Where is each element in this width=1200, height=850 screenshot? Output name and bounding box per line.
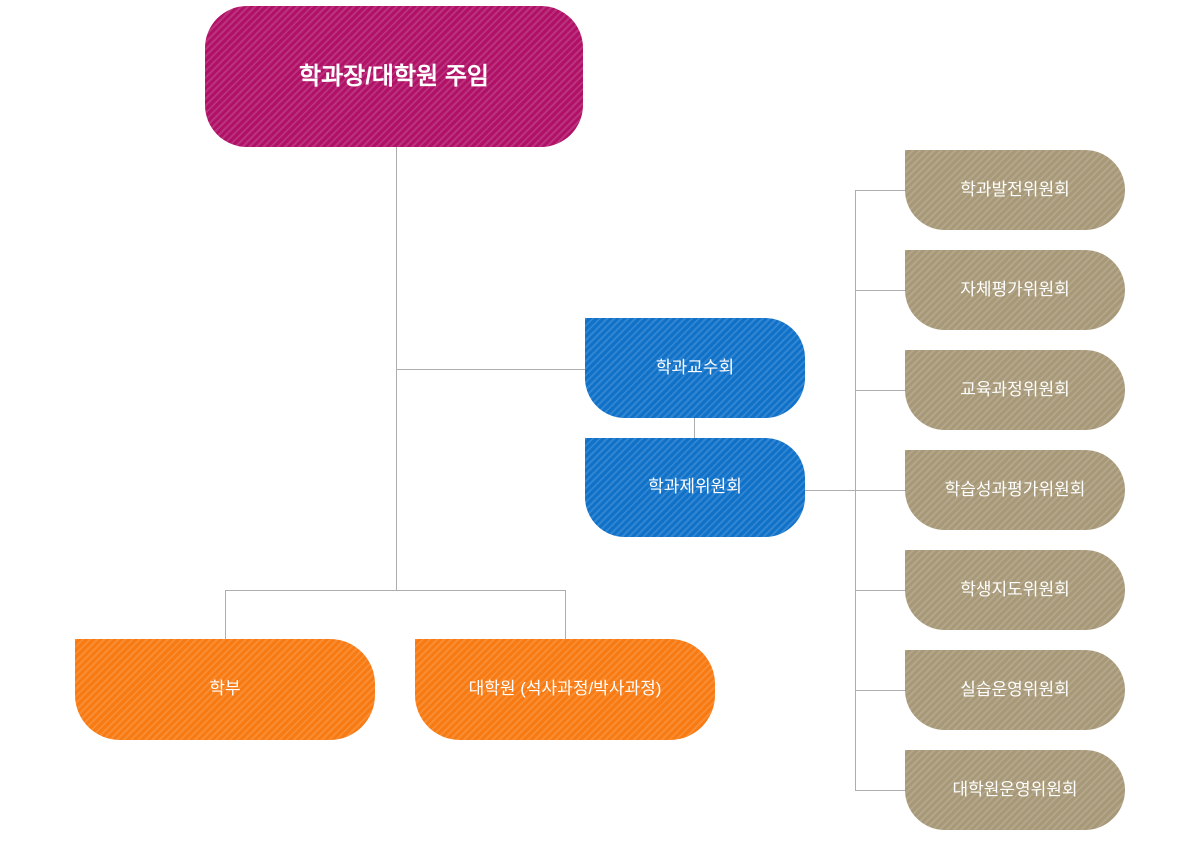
node-department-head-label: 학과장/대학원 주임	[299, 62, 489, 90]
committee-label: 대학원운영위원회	[952, 779, 1078, 799]
connector-committee-spine	[855, 190, 856, 790]
connector-to-undergraduate	[225, 590, 226, 639]
committee-label: 실습운영위원회	[960, 679, 1070, 699]
connector-committee-stub	[855, 390, 905, 391]
connector-to-graduate	[565, 590, 566, 639]
connector-council-to-board	[694, 418, 695, 438]
connector-committee-stub	[855, 590, 905, 591]
connector-committee-stub	[855, 790, 905, 791]
connector-to-faculty-council	[396, 369, 585, 370]
connector-root-vertical	[396, 147, 397, 590]
node-committee-graduate-operation: 대학원운영위원회	[905, 750, 1125, 830]
committee-label: 학생지도위원회	[960, 579, 1070, 599]
committee-label: 교육과정위원회	[960, 379, 1070, 399]
committee-label: 자체평가위원회	[960, 279, 1070, 299]
connector-committee-stub	[855, 190, 905, 191]
node-committee-student-guidance: 학생지도위원회	[905, 550, 1125, 630]
node-program-undergraduate-label: 학부	[209, 679, 241, 699]
node-faculty-council: 학과교수회	[585, 318, 805, 418]
node-faculty-council-label: 학과교수회	[655, 357, 735, 377]
node-program-graduate-label: 대학원 (석사과정/박사과정)	[468, 679, 662, 699]
node-program-graduate: 대학원 (석사과정/박사과정)	[415, 639, 715, 740]
node-department-head: 학과장/대학원 주임	[205, 6, 583, 147]
node-committee-development: 학과발전위원회	[905, 150, 1125, 230]
node-program-undergraduate: 학부	[75, 639, 375, 740]
node-committee-board-label: 학과제위원회	[648, 477, 742, 497]
committee-label: 학과발전위원회	[960, 179, 1070, 199]
node-committee-self-evaluation: 자체평가위원회	[905, 250, 1125, 330]
committee-label: 학습성과평가위원회	[944, 479, 1086, 499]
connector-programs-branch	[225, 590, 566, 591]
node-committee-curriculum: 교육과정위원회	[905, 350, 1125, 430]
node-committee-board: 학과제위원회	[585, 438, 805, 537]
connector-committee-stub	[855, 690, 905, 691]
node-committee-practice-operation: 실습운영위원회	[905, 650, 1125, 730]
connector-committee-stub	[855, 290, 905, 291]
node-committee-learning-outcomes: 학습성과평가위원회	[905, 450, 1125, 530]
